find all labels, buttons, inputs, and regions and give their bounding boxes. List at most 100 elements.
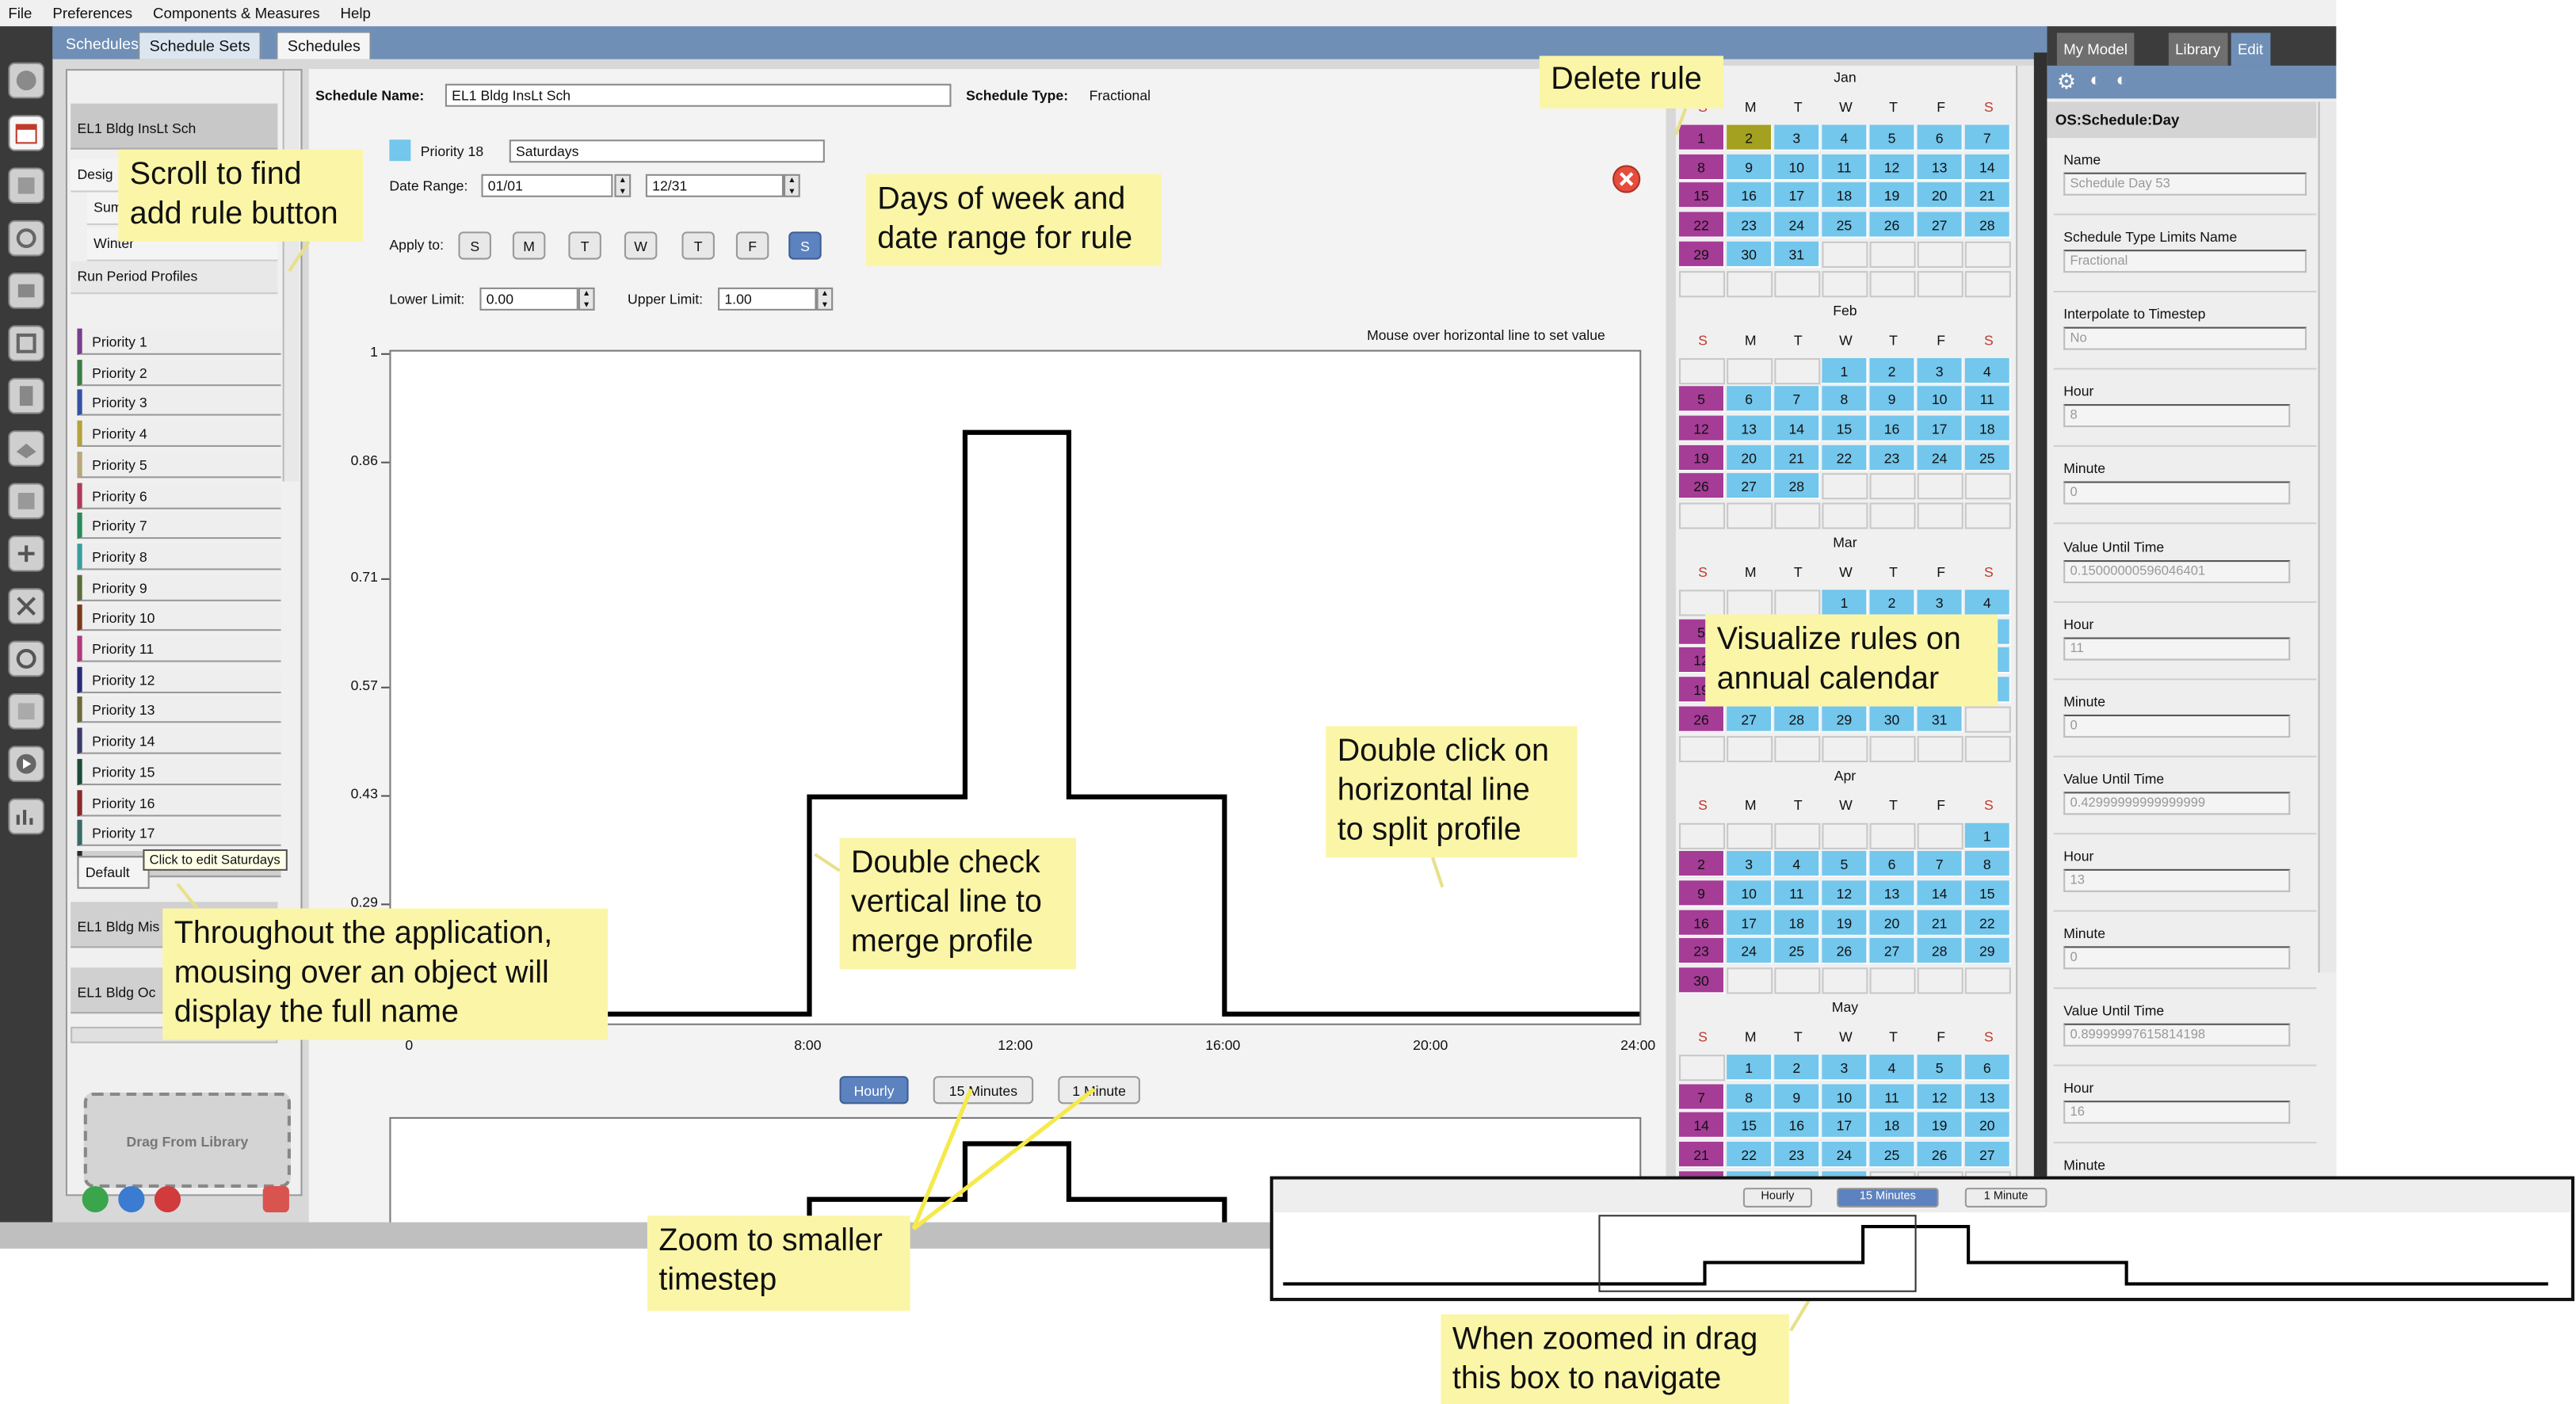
calendar-day[interactable]: 27 <box>1917 212 1963 238</box>
inset-zoom-15min-button[interactable]: 15 Minutes <box>1837 1188 1939 1208</box>
calendar-day[interactable]: 4 <box>1774 851 1821 878</box>
calendar-day[interactable]: 2 <box>1727 124 1773 151</box>
calendar-day[interactable]: 19 <box>1917 1112 1963 1139</box>
inspector-field-input[interactable]: 0 <box>2063 714 2291 738</box>
add-icon[interactable] <box>82 1185 109 1213</box>
calendar-day[interactable]: 7 <box>1679 1083 1726 1110</box>
inspector-field-input[interactable]: 0.42999999999999999 <box>2063 791 2291 815</box>
calendar-day[interactable]: 1 <box>1679 124 1726 151</box>
calendar-day[interactable]: 2 <box>1679 851 1726 878</box>
calendar-day[interactable]: 25 <box>1774 938 1821 965</box>
calendar-day[interactable]: 25 <box>1869 1142 1916 1169</box>
calendar-day[interactable]: 28 <box>1964 212 2011 238</box>
calendar-day[interactable]: 10 <box>1917 386 1963 413</box>
calendar-day[interactable]: 10 <box>1822 1083 1868 1110</box>
calendar-day[interactable]: 6 <box>1964 1055 2011 1082</box>
calendar-day[interactable]: 13 <box>1869 880 1916 907</box>
building-summary-icon[interactable] <box>8 588 44 624</box>
measure-icon[interactable]: ◐ <box>2089 71 2101 91</box>
calendar-scrollbar[interactable] <box>2016 65 2034 1226</box>
inspector-field-input[interactable]: 0.89999997615814198 <box>2063 1023 2291 1047</box>
calendar-day[interactable]: 22 <box>1822 444 1868 471</box>
calendar-day[interactable]: 26 <box>1679 706 1726 733</box>
calendar-day[interactable]: 23 <box>1774 1142 1821 1169</box>
calendar-day[interactable]: 5 <box>1869 124 1916 151</box>
priority-item[interactable]: Priority 8 <box>77 544 281 570</box>
calendar-day[interactable]: 16 <box>1679 909 1726 936</box>
calendar-day[interactable]: 9 <box>1869 386 1916 413</box>
calendar-day[interactable]: 13 <box>1917 154 1963 181</box>
calendar-day[interactable]: 21 <box>1679 1142 1726 1169</box>
calendar-day[interactable]: 10 <box>1774 154 1821 181</box>
zoom-1min-button[interactable]: 1 Minute <box>1058 1076 1140 1105</box>
day-toggle-mon[interactable]: M <box>512 231 546 260</box>
menu-components-measures[interactable]: Components & Measures <box>152 5 320 21</box>
gear-icon[interactable]: ⚙ <box>2056 69 2077 94</box>
day-toggle-wed[interactable]: W <box>624 231 658 260</box>
calendar-day[interactable]: 13 <box>1727 415 1773 442</box>
menu-help[interactable]: Help <box>340 5 371 21</box>
calendar-day[interactable]: 15 <box>1822 415 1868 442</box>
schedules-icon[interactable] <box>8 115 44 151</box>
inspector-field-input[interactable]: 8 <box>2063 404 2291 428</box>
calendar-day[interactable]: 8 <box>1679 154 1726 181</box>
delete-rule-icon[interactable] <box>1610 162 1643 195</box>
inspector-field-input[interactable]: Fractional <box>2063 250 2307 273</box>
calendar-day[interactable]: 9 <box>1679 880 1726 907</box>
calendar-day[interactable]: 4 <box>1869 1055 1916 1082</box>
thermal-zones-icon[interactable] <box>8 483 44 520</box>
calendar-day[interactable]: 26 <box>1679 473 1726 500</box>
calendar-day[interactable]: 18 <box>1822 182 1868 210</box>
inspector-field-input[interactable]: 16 <box>2063 1101 2291 1124</box>
inset-zoom-1min-button[interactable]: 1 Minute <box>1964 1188 2047 1208</box>
measure-icon[interactable]: ◐ <box>2116 71 2128 91</box>
zoom-window-handle[interactable] <box>1598 1215 1917 1292</box>
calendar-day[interactable]: 14 <box>1679 1112 1726 1139</box>
menu-file[interactable]: File <box>8 5 32 21</box>
inspector-field-input[interactable]: Schedule Day 53 <box>2063 172 2307 196</box>
calendar-day[interactable]: 20 <box>1917 182 1963 210</box>
inspector-field-input[interactable]: 0 <box>2063 482 2291 506</box>
calendar-day[interactable]: 16 <box>1869 415 1916 442</box>
calendar-day[interactable]: 11 <box>1964 386 2011 413</box>
calendar-day[interactable]: 18 <box>1964 415 2011 442</box>
output-variables-icon[interactable] <box>8 640 44 677</box>
calendar-day[interactable]: 22 <box>1679 212 1726 238</box>
calendar-day[interactable]: 1 <box>1727 1055 1773 1082</box>
calendar-day[interactable]: 31 <box>1774 241 1821 268</box>
remove-icon[interactable] <box>154 1185 181 1213</box>
calendar-day[interactable]: 14 <box>1917 880 1963 907</box>
calendar-day[interactable]: 2 <box>1869 589 1916 616</box>
upper-limit-spinner[interactable]: ▲▼ <box>816 287 834 311</box>
schedule-item[interactable]: EL1 Bldg InsLt Sch <box>71 103 278 150</box>
calendar-day[interactable]: 3 <box>1822 1055 1868 1082</box>
calendar-day[interactable]: 7 <box>1917 851 1963 878</box>
calendar-day[interactable]: 24 <box>1917 444 1963 471</box>
calendar-day[interactable]: 16 <box>1727 182 1773 210</box>
calendar-day[interactable]: 15 <box>1727 1112 1773 1139</box>
priority-item[interactable]: Priority 11 <box>77 635 281 662</box>
calendar-day[interactable]: 1 <box>1964 822 2011 849</box>
calendar-day[interactable]: 20 <box>1964 1112 2011 1139</box>
calendar-day[interactable]: 18 <box>1774 909 1821 936</box>
priority-item[interactable]: Priority 9 <box>77 574 281 601</box>
inspector-field-input[interactable]: 0 <box>2063 946 2291 970</box>
date-start-field[interactable]: 01/01 <box>481 174 613 197</box>
tab-library[interactable]: Library <box>2168 32 2227 66</box>
day-profile-svg[interactable] <box>391 352 1643 1027</box>
calendar-day[interactable]: 11 <box>1774 880 1821 907</box>
calendar-day[interactable]: 27 <box>1727 473 1773 500</box>
priority-item[interactable]: Priority 13 <box>77 696 281 724</box>
calendar-day[interactable]: 24 <box>1727 938 1773 965</box>
calendar-day[interactable]: 17 <box>1822 1112 1868 1139</box>
date-end-spinner[interactable]: ▲▼ <box>784 174 800 197</box>
calendar-day[interactable]: 22 <box>1964 909 2011 936</box>
calendar-day[interactable]: 24 <box>1822 1142 1868 1169</box>
rule-name-field[interactable]: Saturdays <box>509 139 825 163</box>
inspector-field-input[interactable]: 11 <box>2063 636 2291 660</box>
calendar-day[interactable]: 29 <box>1822 706 1868 733</box>
calendar-day[interactable]: 25 <box>1822 212 1868 238</box>
calendar-day[interactable]: 17 <box>1727 909 1773 936</box>
inspector-field-input[interactable]: 0.15000000596046401 <box>2063 559 2291 583</box>
priority-item[interactable]: Priority 6 <box>77 482 281 509</box>
